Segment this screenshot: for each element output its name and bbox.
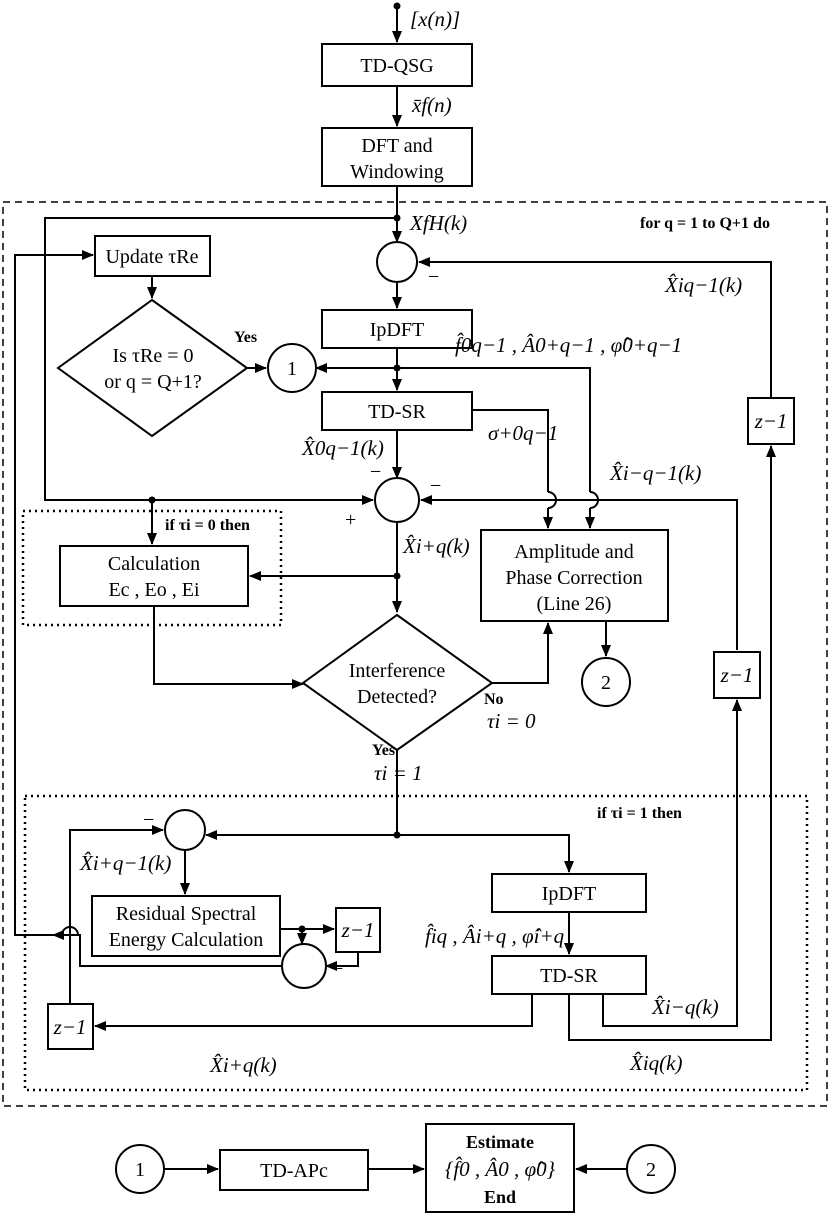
yes-label-interference: Yes [372,742,395,759]
if-tau-zero-label: if τi = 0 then [165,517,250,534]
tau-one-label: τi = 1 [374,761,423,785]
correction-line2: Phase Correction [505,567,642,589]
delay-right-mid-label: z−1 [720,663,754,687]
loop-region [2,201,828,1107]
loop-header: for q = 1 to Q+1 do [640,215,770,232]
dft-label-line1: DFT and [361,135,432,157]
estimate-end-block [425,1123,575,1213]
delay-left-bottom-label: z−1 [53,1015,87,1039]
no-label: No [484,691,504,708]
if-tau-one-region [23,794,809,1092]
delay-block-left-bottom [47,1003,94,1050]
prev-interference-label: X̂iq−1(k) [664,273,742,297]
ipdft2-estimates-label: f̂iq , Âi+q , φ̂i+q [425,924,565,948]
interference-decision [301,613,494,752]
end-label: End [484,1187,516,1207]
minus-sign-junction3: − [143,809,154,831]
delay-block-right-top [747,397,795,445]
estimate-title: Estimate [466,1132,534,1152]
xi-plus-prev-label: X̂i+q−1(k) [79,851,171,875]
delay-right-top-label: z−1 [754,409,788,433]
calculation-line2: Ec , Eo , Ei [108,579,200,601]
yes-label-decision1: Yes [234,329,257,346]
td-sr-label: TD-SR [368,401,426,423]
minus-sign-junction4: − [332,958,343,980]
decision1-line1: Is τRe = 0 [113,345,194,367]
connector-1-top-label: 1 [287,358,297,380]
decision-tau-check [56,298,249,438]
summing-junction-4 [281,943,327,989]
correction-line3: (Line 26) [537,593,612,615]
ipdft-label: IpDFT [370,319,424,341]
correction-line1: Amplitude and [514,541,633,563]
delay-residual-label: z−1 [341,918,375,942]
input-signal-label: [x(n)] [410,7,460,31]
update-tau-label: Update τRe [105,246,198,268]
td-apc-block [219,1149,369,1191]
residual-line1: Residual Spectral [116,903,257,925]
interference-line1: Interference [349,660,446,682]
td-apc-label: TD-APc [260,1160,328,1182]
ipdft2-block [491,873,647,913]
xi-minus-prev-label: X̂i−q−1(k) [609,461,701,485]
connector-2-bottom-label: 2 [646,1159,656,1181]
summing-junction-1 [376,241,418,283]
residual-energy-block [91,895,281,957]
calculation-block [59,545,249,607]
td-sr2-label: TD-SR [540,965,598,987]
connector-2-top [581,657,631,707]
xi-total-label: X̂iq(k) [629,1051,682,1075]
td-qsg-block [321,43,473,87]
connector-1-top [267,343,317,393]
dft-label-line2: Windowing [350,161,444,183]
estimate-set: {f̂0 , Â0 , φ̂0} [445,1157,556,1181]
residual-line2: Energy Calculation [109,929,264,951]
connector-2-bottom [626,1144,676,1194]
minus-sign-x0: − [370,461,381,483]
td-qsg-label: TD-QSG [360,55,433,77]
connector-1-bottom-label: 1 [135,1159,145,1181]
spectrum-label: XfH(k) [409,211,467,235]
decision1-line2: or q = Q+1? [104,371,202,393]
minus-sign-junction2: − [430,475,441,497]
plus-sign-junction2: + [345,509,356,531]
ipdft2-label: IpDFT [542,883,596,905]
interference-line2: Detected? [357,686,437,708]
sigma-label: σ+0q−1 [488,421,558,445]
minus-sign-junction1: − [428,266,439,288]
xi-minus-label: X̂i−q(k) [651,995,719,1019]
summing-junction-3 [164,809,206,851]
xi-plus-label: X̂i+q(k) [402,534,470,558]
ipdft-estimates-label: f̂0q−1 , Â0+q−1 , φ̂0+q−1 [455,333,682,357]
x0-prev-label: X̂0q−1(k) [301,436,384,460]
delay-block-residual [335,907,381,953]
delay-block-right-mid [713,651,761,699]
summing-junction-2 [374,477,420,523]
filtered-signal-label: x̄f(n) [411,93,452,117]
calculation-line1: Calculation [108,553,200,575]
xi-plus2-label: X̂i+q(k) [209,1053,277,1077]
tau-zero-label: τi = 0 [487,709,536,733]
connector-2-top-label: 2 [601,672,611,694]
amp-phase-correction-block [480,529,669,622]
if-tau-one-label: if τi = 1 then [597,805,682,822]
